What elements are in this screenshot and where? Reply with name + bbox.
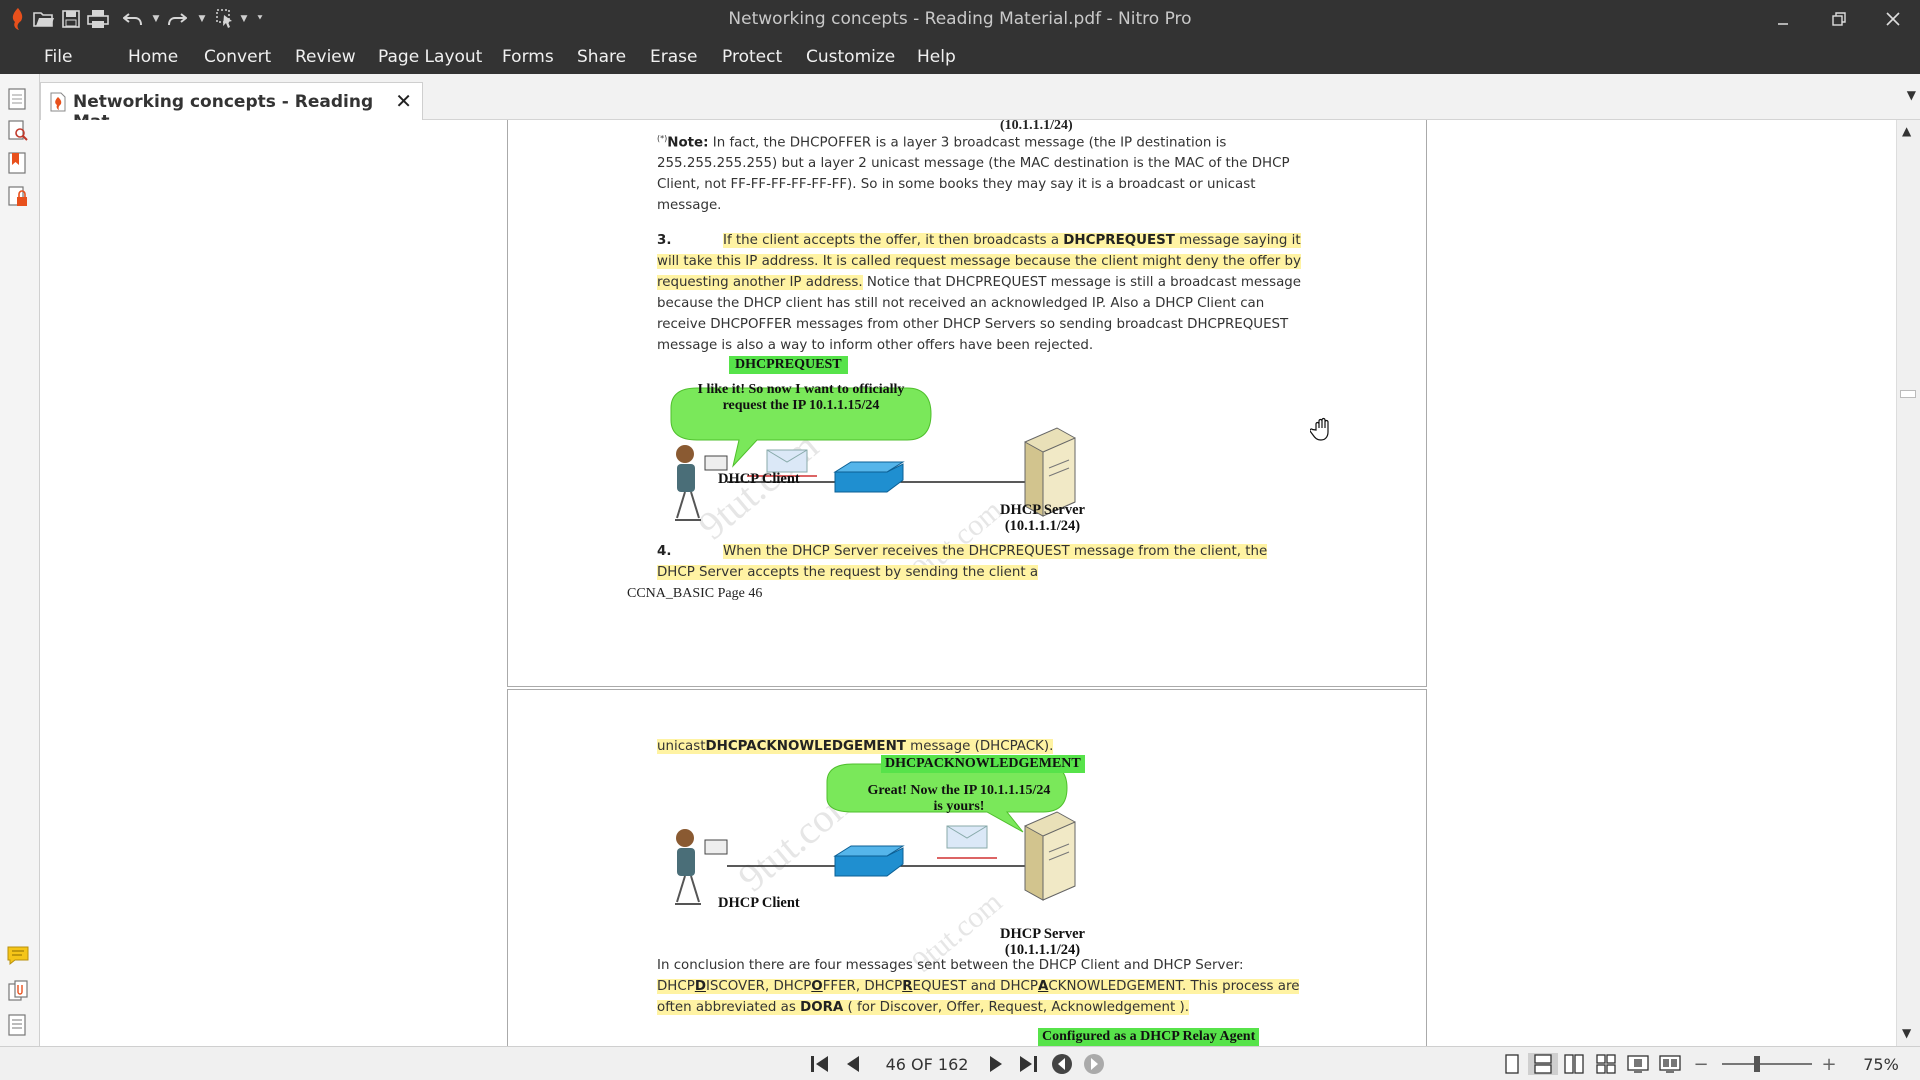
single-page-view-icon[interactable] <box>1500 1053 1524 1075</box>
security-panel-icon[interactable] <box>7 186 29 210</box>
menu-erase[interactable]: Erase <box>650 47 698 67</box>
select-tool-icon[interactable] <box>214 6 236 32</box>
relay-agent-label: Configured as a DHCP Relay Agent <box>1038 1028 1260 1046</box>
dhcp-server-label: DHCP Server (10.1.1.1/24) <box>1000 502 1085 534</box>
scroll-up-arrow-icon[interactable]: ▲ <box>1902 124 1912 138</box>
menu-forms[interactable]: Forms <box>502 47 554 67</box>
redo-dropdown-icon[interactable]: ▼ <box>198 14 206 24</box>
tool-dropdown-icon[interactable]: ▼ <box>240 14 248 24</box>
attachments-panel-icon[interactable] <box>7 980 29 1004</box>
tabs-dropdown-icon[interactable]: ▼ <box>1906 88 1916 102</box>
menu-home[interactable]: Home <box>128 47 179 67</box>
previous-view-icon[interactable] <box>1050 1053 1074 1075</box>
undo-dropdown-icon[interactable]: ▼ <box>152 14 160 24</box>
redo-icon[interactable] <box>166 6 188 32</box>
print-icon[interactable] <box>86 6 110 32</box>
open-icon[interactable] <box>32 6 56 32</box>
scroll-down-arrow-icon[interactable]: ▼ <box>1902 1026 1912 1040</box>
next-view-icon[interactable] <box>1082 1053 1106 1075</box>
restore-button[interactable] <box>1812 0 1866 38</box>
dhcpack-line: unicastDHCPACKNOWLEDGEMENT message (DHCP… <box>657 739 1054 754</box>
customize-quick-access-icon[interactable]: ⯆ <box>256 14 264 24</box>
window-title: Networking concepts - Reading Material.p… <box>728 9 1192 29</box>
step-4-paragraph: 4.When the DHCP Server receives the DHCP… <box>657 544 1268 580</box>
minimize-button[interactable] <box>1756 0 1810 38</box>
menu-customize[interactable]: Customize <box>806 47 896 67</box>
previous-page-icon[interactable] <box>840 1053 864 1075</box>
first-page-icon[interactable] <box>808 1053 832 1075</box>
dhcp-client-label-2: DHCP Client <box>718 895 800 911</box>
dhcp-server-label-2: DHCP Server (10.1.1.1/24) <box>1000 926 1085 958</box>
menu-review[interactable]: Review <box>295 47 356 67</box>
request-bubble-text: I like it! So now I want to officially r… <box>697 382 905 413</box>
find-panel-icon[interactable] <box>7 120 29 144</box>
pages-panel-icon[interactable] <box>7 88 29 112</box>
document-tab-bar: Networking concepts - Reading Mat... ✕ ▼ <box>40 74 1920 132</box>
menu-protect[interactable]: Protect <box>722 47 783 67</box>
menu-bar: File Home Convert Review Page Layout For… <box>0 38 1920 74</box>
page-indicator[interactable]: 46 OF 162 <box>885 1054 969 1074</box>
close-window-button[interactable] <box>1866 0 1920 38</box>
save-icon[interactable] <box>60 6 82 32</box>
page-footer: CCNA_BASIC Page 46 <box>627 586 763 601</box>
menu-help[interactable]: Help <box>917 47 956 67</box>
pdf-file-icon <box>49 92 67 116</box>
menu-share[interactable]: Share <box>577 47 627 67</box>
note-paragraph: (*)Note: In fact, the DHCPOFFER is a lay… <box>657 134 1290 214</box>
pdf-page-46: (10.1.1.1/24) (*)Note: In fact, the DHCP… <box>507 120 1427 687</box>
document-view[interactable]: (10.1.1.1/24) (*)Note: In fact, the DHCP… <box>40 120 1896 1046</box>
hand-cursor-icon <box>1309 416 1336 446</box>
bookmarks-panel-icon[interactable] <box>7 152 29 176</box>
comments-panel-icon[interactable] <box>7 946 29 970</box>
nitro-logo-icon <box>6 6 28 32</box>
output-panel-icon[interactable] <box>7 1014 29 1038</box>
dhcprequest-label: DHCPREQUEST <box>729 356 848 374</box>
title-bar: ▼ ▼ ▼ ⯆ Networking concepts - Reading Ma… <box>0 0 1920 38</box>
zoom-slider[interactable] <box>1722 1053 1812 1075</box>
continuous-view-icon[interactable] <box>1528 1053 1558 1075</box>
last-page-icon[interactable] <box>1016 1053 1040 1075</box>
facing-view-icon[interactable] <box>1562 1053 1586 1075</box>
step-3-paragraph: 3.If the client accepts the offer, it th… <box>657 233 1302 353</box>
zoom-level[interactable]: 75% <box>1863 1054 1899 1074</box>
cropped-server-ip: (10.1.1.1/24) <box>1000 120 1073 133</box>
left-panel-rail <box>0 74 40 1046</box>
pdf-page-47: unicastDHCPACKNOWLEDGEMENT message (DHCP… <box>507 689 1427 1046</box>
facing-continuous-view-icon[interactable] <box>1594 1053 1618 1075</box>
dhcp-ack-diagram: 9tut.com 9tut.com <box>675 763 1076 979</box>
ack-bubble-text: Great! Now the IP 10.1.1.15/24 is yours! <box>867 783 1051 814</box>
dhcp-client-label: DHCP Client <box>718 471 800 487</box>
scroll-thumb[interactable] <box>1900 390 1916 398</box>
vertical-scrollbar[interactable]: ▲ ▼ <box>1896 120 1920 1046</box>
close-tab-button[interactable]: ✕ <box>395 89 412 113</box>
conclusion-paragraph: In conclusion there are four messages se… <box>657 958 1300 1015</box>
zoom-out-button[interactable]: − <box>1693 1053 1709 1075</box>
zoom-in-button[interactable]: + <box>1821 1053 1837 1075</box>
menu-file[interactable]: File <box>44 47 73 67</box>
fit-width-icon[interactable] <box>1658 1053 1682 1075</box>
fit-page-icon[interactable] <box>1626 1053 1650 1075</box>
menu-convert[interactable]: Convert <box>204 47 272 67</box>
document-tab[interactable]: Networking concepts - Reading Mat... ✕ <box>40 82 423 132</box>
undo-icon[interactable] <box>122 6 144 32</box>
status-bar: 46 OF 162 − + 75% <box>0 1046 1920 1080</box>
next-page-icon[interactable] <box>985 1053 1009 1075</box>
zoom-slider-thumb[interactable] <box>1754 1056 1760 1072</box>
menu-page-layout[interactable]: Page Layout <box>378 47 483 67</box>
dhcpack-label: DHCPACKNOWLEDGEMENT <box>881 755 1085 773</box>
